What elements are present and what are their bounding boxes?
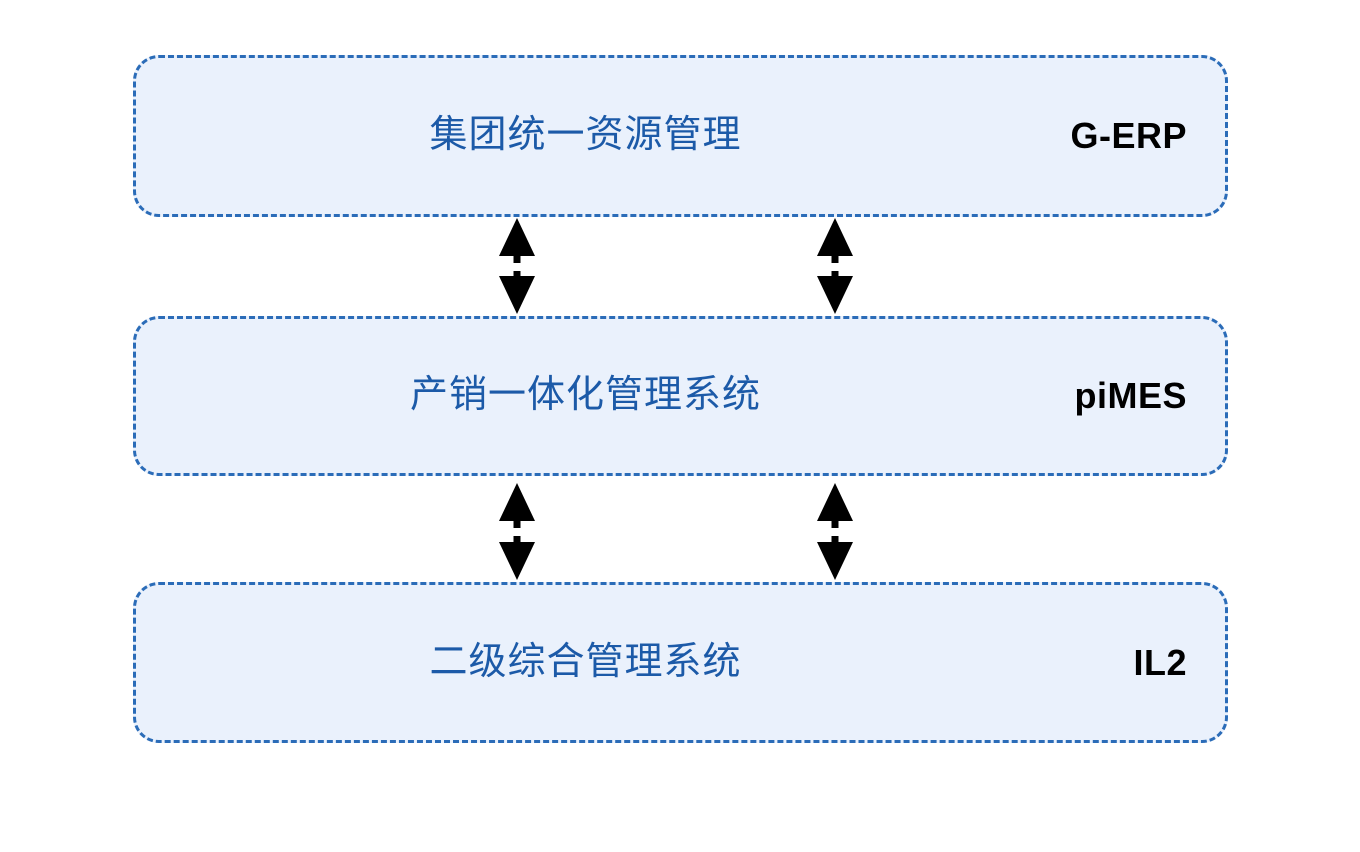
- layer-box-il2[interactable]: 二级综合管理系统 IL2: [133, 582, 1228, 743]
- layer-box-pimes[interactable]: 产销一体化管理系统 piMES: [133, 316, 1228, 476]
- layer-code-g-erp: G-ERP: [1070, 115, 1187, 156]
- bidirectional-arrow-icon: [495, 216, 539, 316]
- layer-code-pimes: piMES: [1074, 375, 1187, 416]
- layer-title-il2: 二级综合管理系统: [429, 640, 742, 683]
- layer-box-g-erp[interactable]: 集团统一资源管理 G-ERP: [133, 55, 1228, 217]
- bidirectional-arrow-icon: [813, 216, 857, 316]
- layer-title-g-erp: 集团统一资源管理: [429, 114, 742, 157]
- layer-code-il2: IL2: [1133, 641, 1187, 683]
- bidirectional-arrow-icon: [813, 481, 857, 582]
- bidirectional-arrow-icon: [495, 481, 539, 582]
- layer-title-pimes: 产销一体化管理系统: [409, 374, 761, 417]
